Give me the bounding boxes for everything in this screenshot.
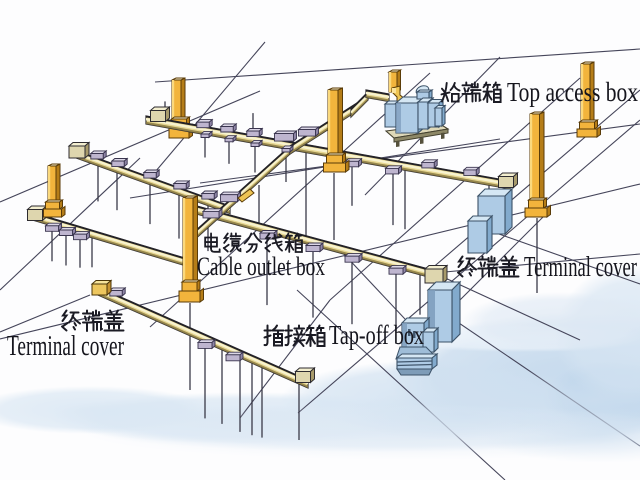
svg-text:Top access box: Top access box bbox=[507, 77, 638, 107]
svg-text:Tap-off box: Tap-off box bbox=[329, 320, 424, 350]
svg-text:Terminal cover: Terminal cover bbox=[524, 252, 637, 283]
svg-text:Terminal cover: Terminal cover bbox=[7, 331, 124, 362]
svg-text:Cable outlet box: Cable outlet box bbox=[197, 252, 325, 281]
